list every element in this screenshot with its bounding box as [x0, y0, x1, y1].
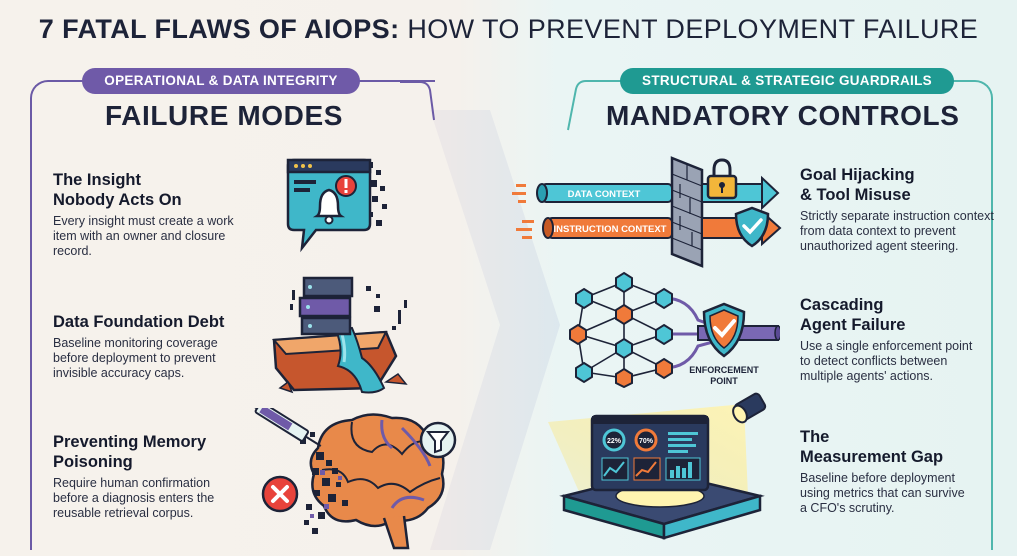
- item-title-line: Goal Hijacking: [800, 166, 915, 184]
- crumbling-server-stack-icon: [271, 276, 408, 394]
- item-desc-line: Baseline monitoring coverage: [53, 336, 218, 350]
- item-title-line: Measurement Gap: [800, 448, 944, 466]
- item-desc-line: item with an owner and closure: [53, 229, 226, 243]
- item-title-line: Preventing Memory: [53, 433, 207, 451]
- left-category-pill: OPERATIONAL & DATA INTEGRITY: [82, 68, 360, 94]
- item-title-line: & Tool Misuse: [800, 186, 911, 204]
- right-section-heading: MANDATORY CONTROLS: [606, 100, 960, 131]
- item-desc-line: unauthorized agent steering.: [800, 239, 959, 253]
- poisoned-brain-icon: [252, 408, 457, 550]
- item-desc-line: Every insight must create a work: [53, 214, 234, 228]
- item-title-line: Agent Failure: [800, 316, 906, 334]
- item-title: Data Foundation Debt: [53, 312, 283, 332]
- item-title: Goal Hijacking & Tool Misuse: [800, 165, 1000, 205]
- left-frame-tail: [400, 81, 435, 121]
- control-item: The Measurement Gap Baseline before depl…: [800, 427, 1000, 516]
- title-bold: 7 FATAL FLAWS OF AIOPS:: [38, 14, 400, 44]
- item-description: Every insight must create a work item wi…: [53, 214, 283, 259]
- item-desc-line: from data context to prevent: [800, 224, 956, 238]
- item-title-line: Poisoning: [53, 453, 133, 471]
- failure-mode-item: Preventing Memory Poisoning Require huma…: [53, 432, 283, 521]
- right-frame-tail: [567, 80, 604, 131]
- item-description: Baseline monitoring coverage before depl…: [53, 336, 283, 381]
- item-desc-line: before a diagnosis enters the: [53, 491, 215, 505]
- page-title: 7 FATAL FLAWS OF AIOPS: HOW TO PREVENT D…: [0, 14, 1017, 45]
- enforcement-shield-icon: [702, 302, 746, 358]
- item-title-line: Nobody Acts On: [53, 191, 182, 209]
- item-description: Require human confirmation before a diag…: [53, 476, 283, 521]
- item-desc-line: record.: [53, 244, 92, 258]
- item-description: Use a single enforcement point to detect…: [800, 339, 1000, 384]
- wall-icon: [670, 156, 704, 268]
- instruction-context-label: INSTRUCTION CONTEXT: [554, 224, 667, 235]
- item-desc-line: Baseline before deployment: [800, 471, 955, 485]
- control-item: Goal Hijacking & Tool Misuse Strictly se…: [800, 165, 1000, 254]
- item-desc-line: before deployment to prevent: [53, 351, 216, 365]
- item-title: Preventing Memory Poisoning: [53, 432, 283, 472]
- item-desc-line: reusable retrieval corpus.: [53, 506, 194, 520]
- separated-pipes-lock-icon: DATA CONTEXT INSTRUCTION CONTEXT: [512, 156, 782, 268]
- item-desc-line: Require human confirmation: [53, 476, 211, 490]
- agent-network-shield-icon: ENFORCEMENT POINT: [569, 271, 780, 388]
- failure-mode-item: Data Foundation Debt Baseline monitoring…: [53, 312, 283, 381]
- failure-mode-item: The Insight Nobody Acts On Every insight…: [53, 170, 283, 259]
- item-desc-line: invisible accuracy caps.: [53, 366, 185, 380]
- center-arrow-shape: [430, 110, 560, 550]
- gauge-2-label: 70%: [639, 438, 654, 445]
- spotlight-lamp-icon: [732, 392, 767, 424]
- item-desc-line: using metrics that can survive: [800, 486, 965, 500]
- item-desc-line: Strictly separate instruction context: [800, 209, 994, 223]
- padlock-icon: [706, 158, 738, 200]
- item-desc-line: to detect conflicts between: [800, 354, 948, 368]
- item-title: The Insight Nobody Acts On: [53, 170, 283, 210]
- item-title-line: Data Foundation Debt: [53, 313, 225, 331]
- item-title: Cascading Agent Failure: [800, 295, 1000, 335]
- spotlight-dashboard-icon: 22% 70%: [548, 392, 767, 540]
- data-context-label: DATA CONTEXT: [568, 189, 641, 200]
- enforcement-label-line-1: ENFORCEMENT: [689, 365, 759, 375]
- item-description: Strictly separate instruction context fr…: [800, 209, 1000, 254]
- enforcement-label-line-2: POINT: [710, 376, 738, 386]
- item-title-line: The Insight: [53, 171, 141, 189]
- right-category-pill: STRUCTURAL & STRATEGIC GUARDRAILS: [620, 68, 954, 94]
- left-section-heading: FAILURE MODES: [105, 100, 344, 131]
- title-light: HOW TO PREVENT DEPLOYMENT FAILURE: [399, 14, 979, 44]
- item-title-line: The: [800, 428, 830, 446]
- item-title: The Measurement Gap: [800, 427, 1000, 467]
- item-desc-line: Use a single enforcement point: [800, 339, 973, 353]
- item-desc-line: a CFO's scrutiny.: [800, 501, 895, 515]
- shield-check-icon: [734, 206, 770, 248]
- gauge-1-label: 22%: [607, 438, 622, 445]
- control-item: Cascading Agent Failure Use a single enf…: [800, 295, 1000, 384]
- item-description: Baseline before deployment using metrics…: [800, 471, 1000, 516]
- alert-monitor-bell-icon: [286, 158, 387, 253]
- item-desc-line: multiple agents' actions.: [800, 369, 934, 383]
- item-title-line: Cascading: [800, 296, 884, 314]
